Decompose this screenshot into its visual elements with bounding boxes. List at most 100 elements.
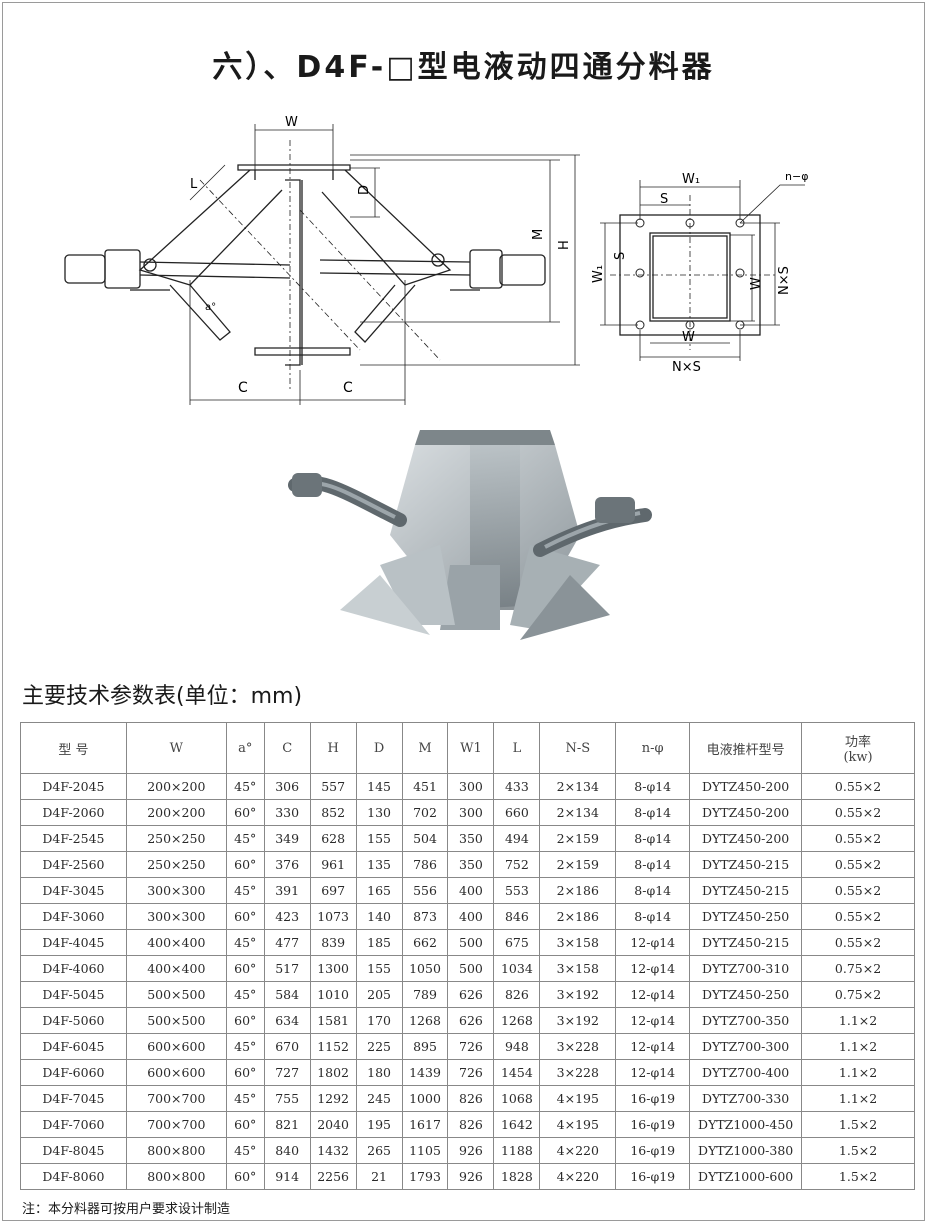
- table-cell: 350: [447, 825, 495, 852]
- table-cell: 45°: [225, 929, 265, 956]
- table-cell: 205: [355, 981, 403, 1008]
- table-cell: 4×220: [539, 1163, 617, 1190]
- column-header: 功率(kw): [801, 722, 915, 774]
- page-title: 六）、D4F-□型电液动四通分料器: [212, 50, 715, 85]
- table-cell: 245: [355, 1085, 403, 1112]
- table-cell: 135: [355, 851, 403, 878]
- table-cell: 21: [355, 1163, 403, 1190]
- table-cell: 670: [263, 1033, 311, 1060]
- table-cell: 45°: [225, 1085, 265, 1112]
- table-cell: 16-φ19: [615, 1163, 691, 1190]
- table-cell: 2×134: [539, 799, 617, 826]
- table-cell: D4F-5045: [20, 981, 127, 1008]
- table-cell: DYTZ450-215: [689, 851, 803, 878]
- table-cell: 433: [493, 773, 541, 800]
- column-header: N-S: [539, 722, 617, 774]
- table-cell: 1.5×2: [801, 1137, 915, 1164]
- table-cell: DYTZ450-200: [689, 773, 803, 800]
- dim-s-top-label: S: [660, 192, 668, 207]
- table-cell: 250×250: [125, 825, 227, 852]
- table-cell: 165: [355, 877, 403, 904]
- table-cell: D4F-2545: [20, 825, 127, 852]
- table-cell: 789: [401, 981, 449, 1008]
- table-cell: 16-φ19: [615, 1137, 691, 1164]
- table-cell: 60°: [225, 1007, 265, 1034]
- table-cell: 8-φ14: [615, 799, 691, 826]
- table-cell: 60°: [225, 903, 265, 930]
- table-cell: 300: [447, 773, 495, 800]
- table-cell: 140: [355, 903, 403, 930]
- table-heading: 主要技术参数表(单位：mm): [22, 684, 303, 709]
- table-cell: 1.1×2: [801, 1059, 915, 1086]
- table-cell: DYTZ1000-450: [689, 1111, 803, 1138]
- dim-w1-top-label: W₁: [682, 172, 700, 187]
- table-cell: 1073: [309, 903, 357, 930]
- table-cell: DYTZ450-200: [689, 799, 803, 826]
- table-cell: 3×158: [539, 955, 617, 982]
- table-cell: 60°: [225, 1163, 265, 1190]
- table-cell: 60°: [225, 1111, 265, 1138]
- table-cell: 821: [263, 1111, 311, 1138]
- table-cell: 2×186: [539, 877, 617, 904]
- table-cell: 130: [355, 799, 403, 826]
- table-cell: 826: [493, 981, 541, 1008]
- table-cell: D4F-2560: [20, 851, 127, 878]
- table-cell: 12-φ14: [615, 1059, 691, 1086]
- table-cell: D4F-4045: [20, 929, 127, 956]
- table-cell: 2×159: [539, 825, 617, 852]
- table-cell: 1.1×2: [801, 1033, 915, 1060]
- table-cell: 873: [401, 903, 449, 930]
- table-cell: 1105: [401, 1137, 449, 1164]
- table-cell: 0.75×2: [801, 981, 915, 1008]
- table-cell: D4F-5060: [20, 1007, 127, 1034]
- table-cell: 60°: [225, 799, 265, 826]
- table-cell: 500: [447, 929, 495, 956]
- table-cell: 2×159: [539, 851, 617, 878]
- table-cell: 391: [263, 877, 311, 904]
- table-cell: 1010: [309, 981, 357, 1008]
- table-cell: 8-φ14: [615, 825, 691, 852]
- table-cell: 553: [493, 877, 541, 904]
- table-cell: 1.5×2: [801, 1111, 915, 1138]
- table-cell: 600×600: [125, 1033, 227, 1060]
- table-cell: 3×228: [539, 1033, 617, 1060]
- table-cell: 185: [355, 929, 403, 956]
- column-header: n-φ: [615, 722, 691, 774]
- table-cell: 846: [493, 903, 541, 930]
- table-cell: 60°: [225, 1059, 265, 1086]
- table-cell: 675: [493, 929, 541, 956]
- table-cell: 634: [263, 1007, 311, 1034]
- table-cell: D4F-3060: [20, 903, 127, 930]
- table-cell: 726: [447, 1059, 495, 1086]
- table-cell: 60°: [225, 955, 265, 982]
- table-cell: 400×400: [125, 955, 227, 982]
- table-cell: 0.55×2: [801, 773, 915, 800]
- table-cell: 626: [447, 1007, 495, 1034]
- table-cell: 500×500: [125, 981, 227, 1008]
- column-header: C: [263, 722, 311, 774]
- table-cell: 660: [493, 799, 541, 826]
- column-header: 电液推杆型号: [689, 722, 803, 774]
- table-cell: 726: [447, 1033, 495, 1060]
- table-cell: 697: [309, 877, 357, 904]
- table-cell: 145: [355, 773, 403, 800]
- table-cell: 494: [493, 825, 541, 852]
- dim-h-label: H: [557, 240, 572, 250]
- table-cell: 451: [401, 773, 449, 800]
- table-cell: 12-φ14: [615, 1007, 691, 1034]
- table-cell: 200×200: [125, 773, 227, 800]
- table-cell: 8-φ14: [615, 773, 691, 800]
- table-cell: 1439: [401, 1059, 449, 1086]
- table-cell: 826: [447, 1111, 495, 1138]
- table-cell: 0.75×2: [801, 955, 915, 982]
- footnote: 注：本分料器可按用户要求设计制造: [22, 1202, 231, 1217]
- table-cell: 700×700: [125, 1085, 227, 1112]
